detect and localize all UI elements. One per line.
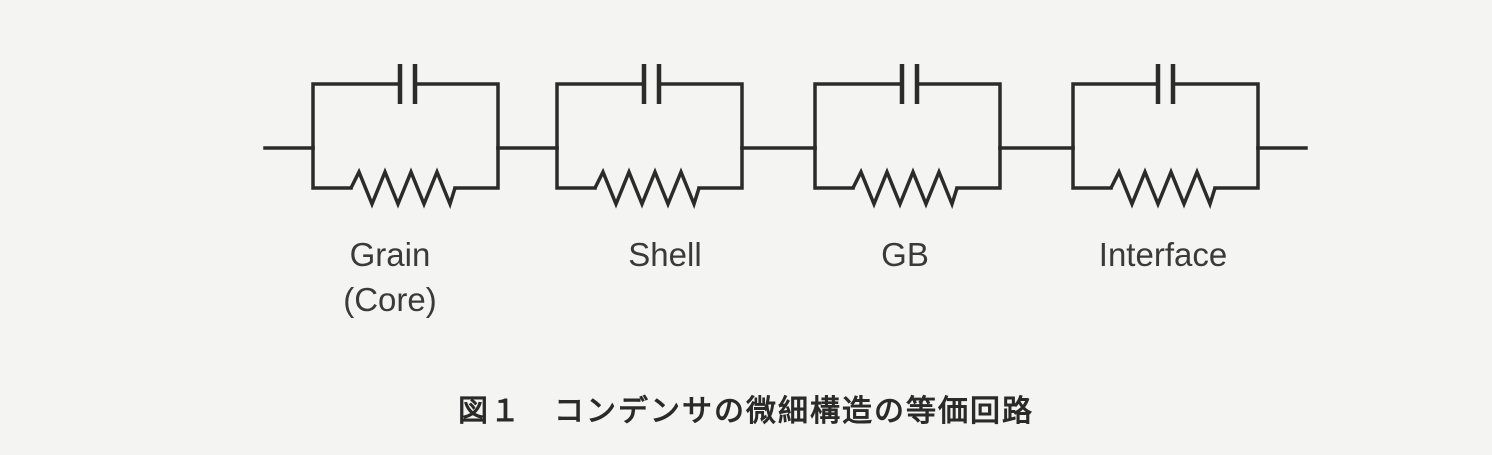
resistor-grain [349,167,457,210]
label-interface-line1: Interface [1098,236,1228,273]
label-grain-line1: Grain [349,236,431,273]
label-interface: Interface [1083,238,1243,271]
label-shell-line1: Shell [628,236,702,273]
resistor-shell [593,167,701,210]
label-shell: Shell [585,238,745,271]
resistor-gb [851,167,959,210]
resistor-interface [1109,167,1217,210]
rc-element-grain [311,64,500,210]
rc-element-shell [555,64,744,210]
rc-element-interface [1071,64,1260,210]
rc-element-gb [813,64,1002,210]
label-grain-line2: (Core) [343,281,437,318]
figure-caption: 図１ コンデンサの微細構造の等価回路 [458,394,1034,429]
label-grain: Grain (Core) [310,238,470,316]
label-gb-line1: GB [881,236,929,273]
label-gb: GB [825,238,985,271]
